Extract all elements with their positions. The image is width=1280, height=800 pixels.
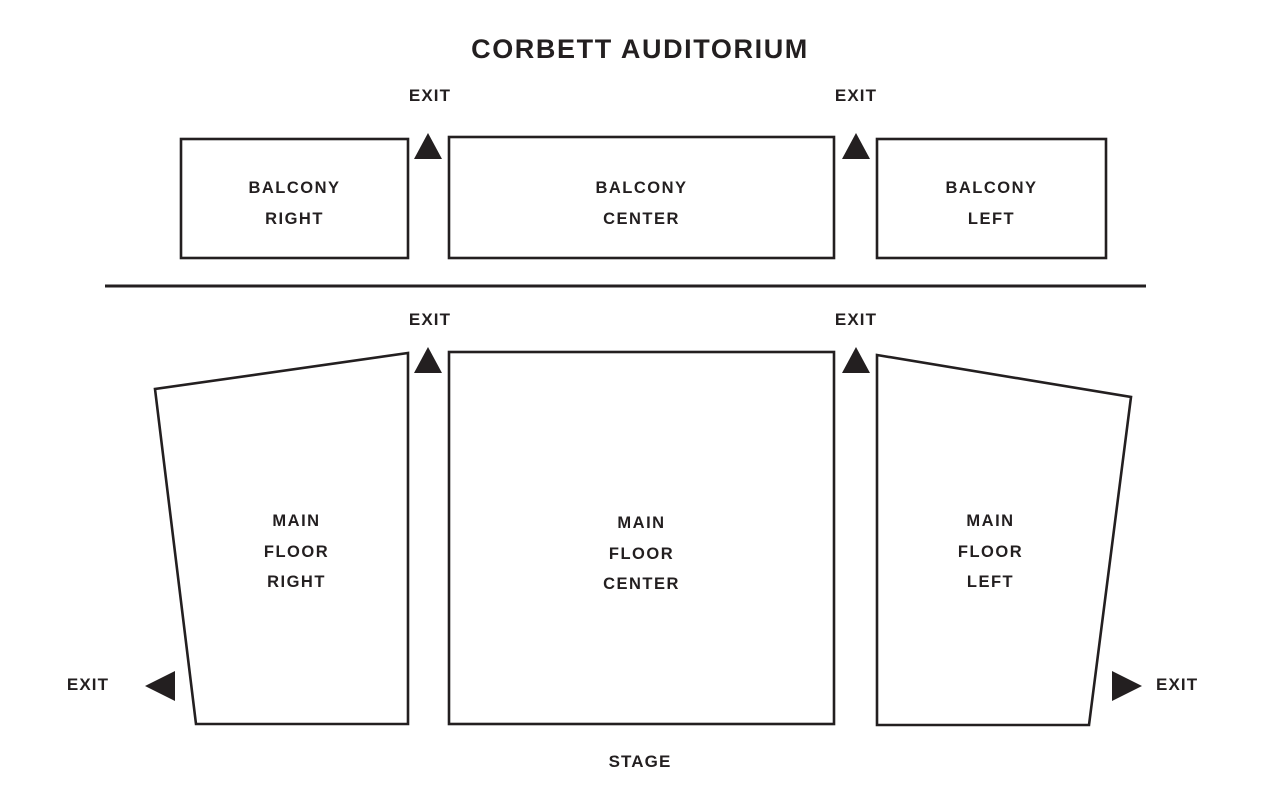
section-balcony-left[interactable] [875, 137, 1108, 260]
stage-label: STAGE [608, 752, 672, 771]
section-balcony-right[interactable] [179, 137, 410, 260]
exit-arrow-main-left-aisle-icon[interactable] [842, 347, 870, 373]
exit-arrow-balcony-right-aisle-icon[interactable] [414, 133, 442, 159]
exit-arrow-balcony-left-aisle-icon[interactable] [842, 133, 870, 159]
section-main-floor-center[interactable] [447, 350, 836, 726]
section-main-floor-left[interactable] [875, 353, 1133, 727]
exit-label-house-left-side[interactable]: EXIT [66, 675, 110, 694]
exit-label-main-left-aisle[interactable]: EXIT [834, 310, 878, 329]
exit-label-balcony-right-aisle[interactable]: EXIT [408, 86, 452, 105]
page-title: CORBETT AUDITORIUM [471, 34, 809, 64]
exit-arrow-house-right-side-icon[interactable] [1112, 671, 1142, 701]
section-main-floor-right[interactable] [153, 351, 410, 726]
exit-arrow-house-left-side-icon[interactable] [145, 671, 175, 701]
exit-arrow-main-right-aisle-icon[interactable] [414, 347, 442, 373]
exit-label-balcony-left-aisle[interactable]: EXIT [834, 86, 878, 105]
exit-label-house-right-side[interactable]: EXIT [1156, 675, 1199, 694]
section-balcony-center[interactable] [447, 135, 836, 260]
exit-label-main-right-aisle[interactable]: EXIT [408, 310, 452, 329]
